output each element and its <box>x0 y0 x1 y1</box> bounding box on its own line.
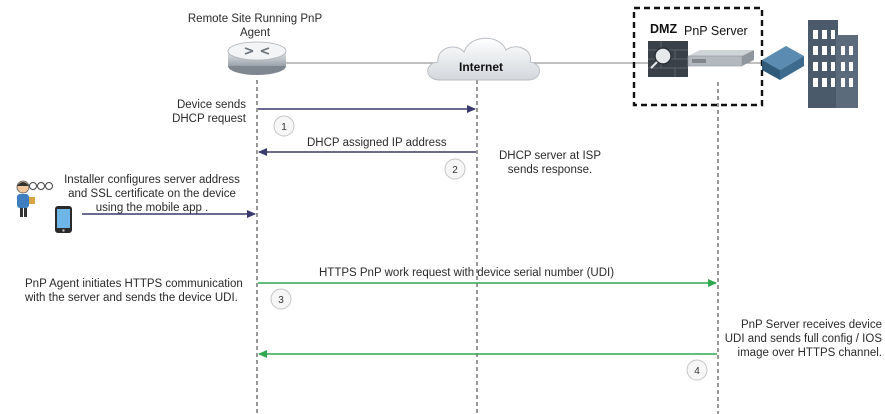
step4-note: PnP Server receives device UDI and sends… <box>724 319 882 359</box>
step-circle-2: 2 <box>444 158 466 180</box>
dmz-boundary <box>632 6 764 107</box>
agent-title: Remote Site Running PnP Agent <box>187 13 323 39</box>
step-circle-4: 4 <box>686 359 708 381</box>
dc-badge <box>762 46 804 80</box>
internet-label: Internet <box>459 60 504 74</box>
step-circle-3: 3 <box>270 288 292 310</box>
step3-note: PnP Agent initiates HTTPS communication … <box>25 278 243 304</box>
step3-label: HTTPS PnP work request with device seria… <box>319 267 615 279</box>
step2-label: DHCP assigned IP address <box>307 137 447 149</box>
mobile-phone-icon <box>55 206 72 233</box>
installer-person-icon <box>16 180 53 217</box>
building-icon <box>808 20 858 108</box>
pnp-server-label: PnP Server <box>684 24 748 38</box>
router-icon <box>227 41 287 75</box>
dmz-label: DMZ <box>650 22 678 36</box>
svg-text:1: 1 <box>281 122 287 133</box>
svg-text:4: 4 <box>694 366 700 377</box>
step1-label: Device sends DHCP request <box>172 99 246 125</box>
step-circle-1: 1 <box>273 115 295 137</box>
installer-note: Installer configures server address and … <box>64 174 240 214</box>
svg-text:2: 2 <box>452 165 458 176</box>
cloud-icon <box>427 37 540 81</box>
firewall-icon <box>648 41 688 77</box>
step2-note: DHCP server at ISP sends response. <box>498 150 602 176</box>
svg-text:3: 3 <box>278 295 284 306</box>
server-icon <box>687 50 754 67</box>
